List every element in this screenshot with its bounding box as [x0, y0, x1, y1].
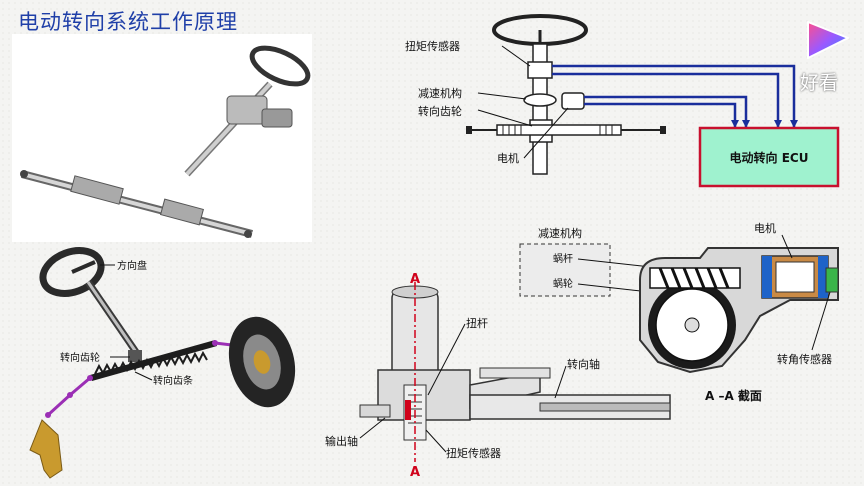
label-top-reducer: 减速机构 — [418, 86, 462, 100]
top-motor-shape — [561, 92, 585, 110]
signal-line-1 — [552, 64, 796, 128]
eps-system-diagram: 电动转向 ECU 扭矩传感器 减速机构 转向齿轮 电机 — [405, 14, 840, 188]
top-rack-shape — [496, 124, 622, 136]
page-title: 电动转向系统工作原理 — [18, 10, 238, 34]
label-steering-wheel: 方向盘 — [117, 259, 147, 272]
label-steering-pinion: 转向齿轮 — [60, 351, 100, 364]
label-reducer-box-title: 减速机构 — [538, 226, 582, 240]
label-steering-rack: 转向齿条 — [153, 374, 193, 387]
top-torque-sensor-shape — [527, 61, 553, 79]
steering-wheel-shape — [39, 247, 105, 297]
label-steering-shaft: 转向轴 — [567, 357, 600, 371]
label-top-motor: 电机 — [497, 151, 519, 165]
label-section-torque-sensor: 扭矩传感器 — [446, 446, 501, 460]
section-mark-bottom: A — [410, 465, 420, 480]
left-steering-knuckle — [29, 419, 63, 479]
simple-steering-diagram: 方向盘 转向齿轮 转向齿条 — [29, 247, 296, 479]
label-torsion-bar: 扭杆 — [466, 316, 488, 330]
label-top-torque-sensor: 扭矩传感器 — [405, 39, 460, 53]
steering-assembly-photo — [12, 34, 312, 242]
label-ecu: 电动转向 ECU — [730, 150, 809, 165]
section-diagram: 减速机构 蜗杆 蜗轮 电机 转角传感器 A –A 截面 — [325, 221, 839, 480]
signal-line-2 — [552, 72, 780, 128]
ecu-box — [698, 126, 840, 188]
reducer-legend-box — [519, 243, 611, 297]
label-worm-wheel: 蜗轮 — [553, 277, 573, 290]
label-angle-sensor: 转角传感器 — [777, 352, 832, 366]
section-mark-top: A — [410, 272, 420, 287]
signal-line-3 — [584, 95, 748, 128]
label-top-pinion: 转向齿轮 — [418, 104, 462, 118]
label-section: A –A 截面 — [705, 388, 762, 403]
watermark-text: 好看 — [800, 72, 839, 94]
label-section-motor: 电机 — [754, 221, 776, 235]
label-worm: 蜗杆 — [553, 253, 573, 265]
video-app-logo — [800, 12, 856, 96]
label-output-shaft: 输出轴 — [325, 434, 358, 448]
